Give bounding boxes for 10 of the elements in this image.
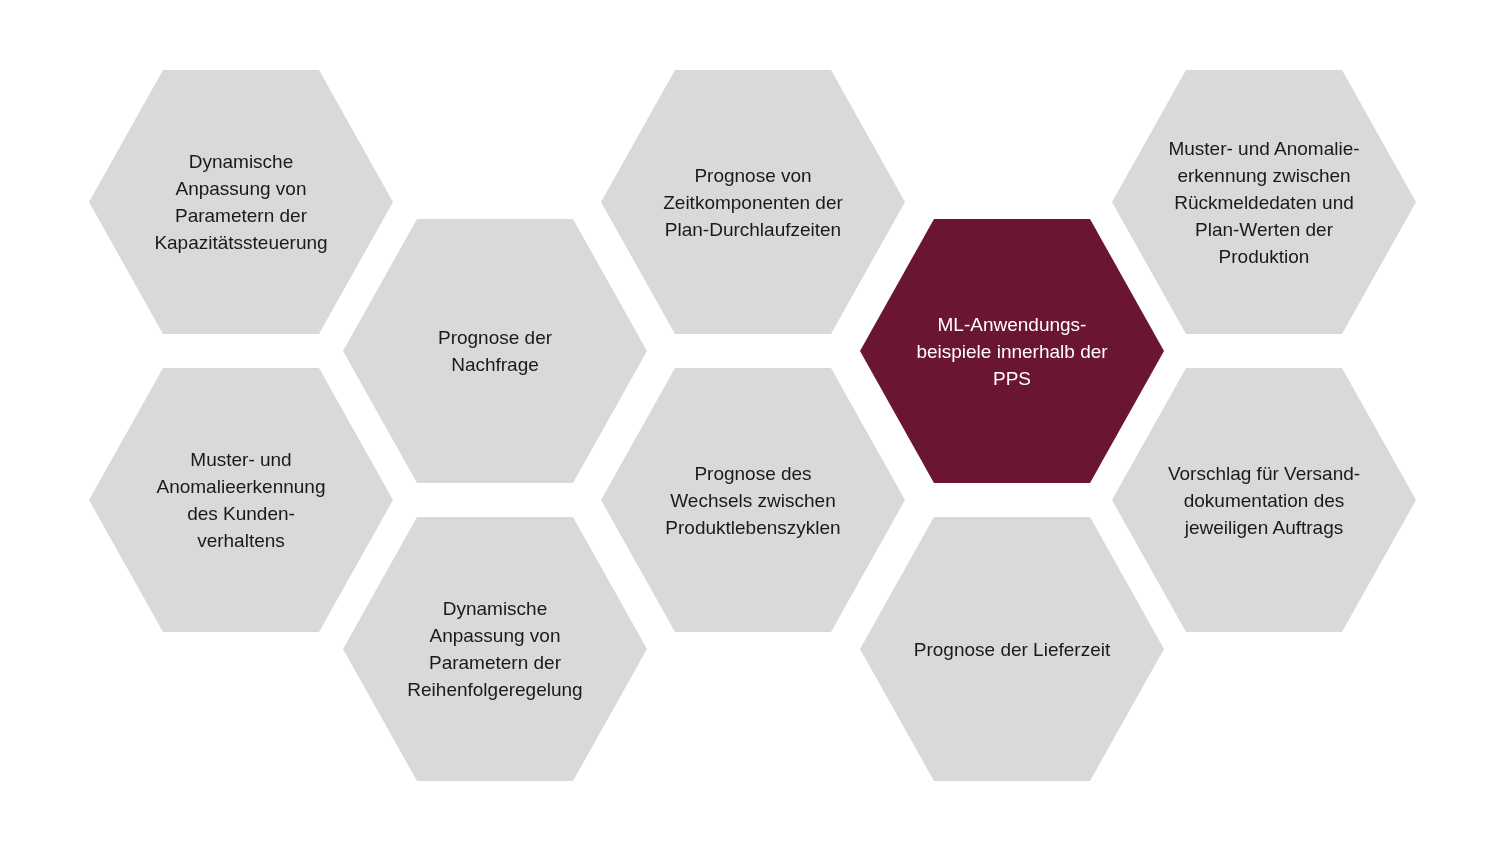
hexagon-label: Dynamische Anpassung von Parametern der Reihenfolgeregelung: [406, 597, 584, 702]
hexagon-label: Dynamische Anpassung von Parametern der Kapazitätssteuerung: [153, 150, 329, 255]
hexagon-label: ML-Anwendungs- beispiele innerhalb der PPS: [915, 312, 1109, 391]
hexagon-label: Muster- und Anomalie- erkennung zwischen Rückmeldedaten und Plan-Werten der Produktion: [1167, 136, 1361, 269]
hexagon-label: Prognose der Lieferzeit: [912, 637, 1112, 662]
hexagon-label: Prognose der Nachfrage: [436, 326, 554, 377]
hexagon-label: Prognose von Zeitkomponenten der Plan-Durchlaufzeiten: [662, 163, 844, 242]
hexagon-label: Prognose des Wechsels zwischen Produktlebenszyklen: [664, 461, 842, 540]
hexagon-label: Vorschlag für Versand- dokumentation des jeweiligen Auftrags: [1166, 461, 1362, 540]
hexagon-label: Muster- und Anomalieerkennung des Kunden- verhaltens: [155, 448, 327, 553]
